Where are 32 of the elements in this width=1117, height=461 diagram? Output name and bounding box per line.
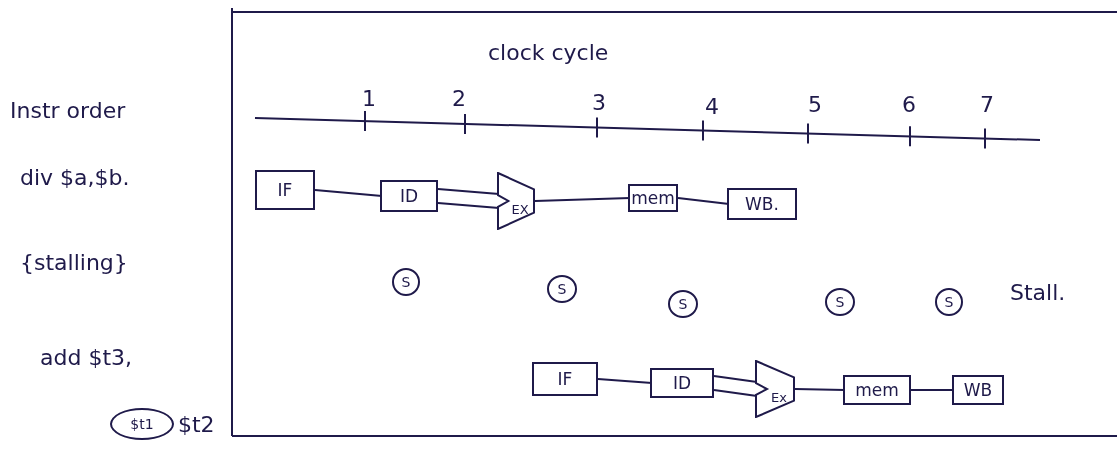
tick-number: 6	[902, 92, 916, 117]
process-stage-box: mem	[628, 184, 678, 212]
stall-circle: S	[392, 268, 420, 296]
process-stage-box: IF	[532, 362, 598, 396]
row-header: Instr order	[10, 98, 126, 123]
process-stage-box: mem	[843, 375, 911, 405]
stall-circle: S	[547, 275, 577, 303]
connector-line	[713, 389, 758, 397]
process-stage-box: IF	[255, 170, 315, 210]
alu-stage-shape: EX	[497, 172, 535, 230]
circled-register: $t1	[110, 408, 174, 440]
annotation-text: Stall.	[1010, 280, 1066, 305]
tick-number: 3	[592, 90, 606, 115]
tick-number: 2	[452, 86, 466, 111]
instruction-text: add $t3,	[40, 345, 133, 370]
instruction-text: div $a,$b.	[20, 165, 130, 190]
process-stage-box: WB	[952, 375, 1004, 405]
tick-number: 1	[362, 86, 376, 111]
stall-circle: S	[935, 288, 963, 316]
row-label: {stalling}	[20, 250, 128, 275]
alu-stage-shape: Ex	[755, 360, 795, 418]
tick-number: 5	[808, 92, 822, 117]
stall-circle: S	[825, 288, 855, 316]
process-stage-box: ID	[380, 180, 438, 212]
process-stage-box: ID	[650, 368, 714, 398]
tick-number: 7	[980, 92, 994, 117]
axis-title: clock cycle	[488, 40, 609, 65]
connector-line	[713, 375, 758, 383]
instruction-text: $t2	[178, 412, 215, 437]
tick-number: 4	[705, 94, 719, 119]
stall-circle: S	[668, 290, 698, 318]
process-stage-box: WB.	[727, 188, 797, 220]
